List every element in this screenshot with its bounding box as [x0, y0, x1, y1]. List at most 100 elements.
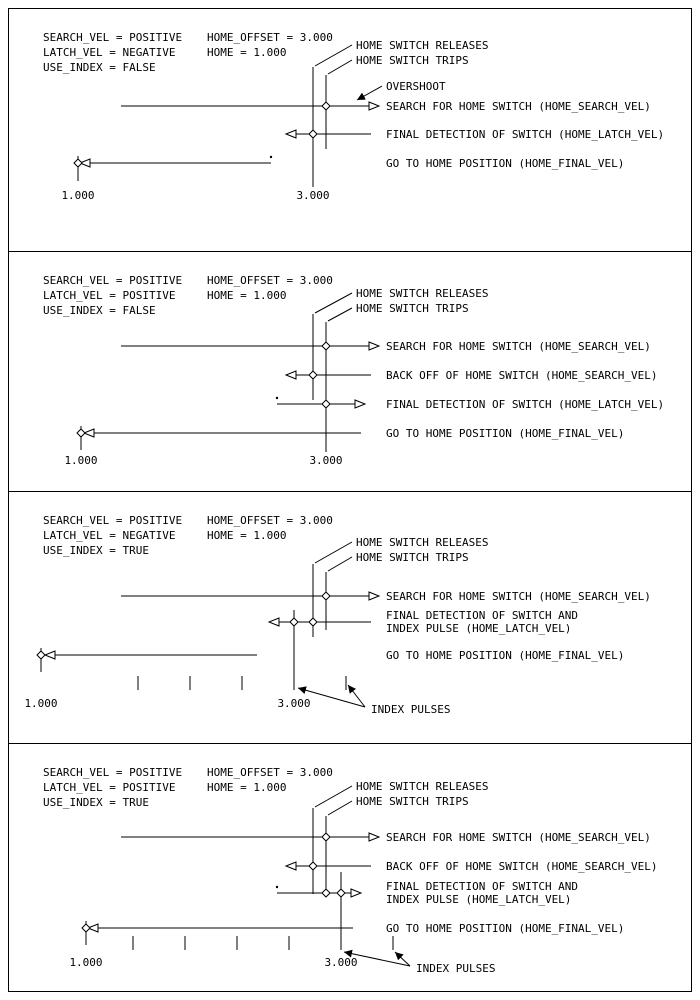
position-labels: 1.000 3.000	[64, 454, 342, 467]
index-point-marker	[336, 888, 346, 898]
callouts: HOME SWITCH RELEASES HOME SWITCH TRIPS	[314, 536, 488, 572]
index-pulse-ticks	[137, 676, 347, 690]
release-point-marker	[308, 370, 318, 380]
param-use-index: USE_INDEX = TRUE	[43, 796, 149, 809]
release-point-marker	[308, 129, 318, 139]
callout-trips-leader	[327, 59, 353, 75]
param-home-offset: HOME_OFFSET = 3.000	[207, 514, 333, 527]
callout-trips-leader	[327, 556, 353, 572]
home-position-value: 1.000	[69, 956, 102, 969]
callouts: HOME SWITCH RELEASES HOME SWITCH TRIPS	[314, 780, 488, 816]
param-search-vel: SEARCH_VEL = POSITIVE	[43, 31, 182, 44]
final-row-label-line2: INDEX PULSE (HOME_LATCH_VEL)	[386, 622, 571, 635]
param-home-offset: HOME_OFFSET = 3.000	[207, 766, 333, 779]
home-point-marker	[73, 158, 83, 168]
final-row-label-line1: FINAL DETECTION OF SWITCH AND	[386, 609, 578, 622]
search-row-label: SEARCH FOR HOME SWITCH (HOME_SEARCH_VEL)	[386, 590, 651, 603]
param-latch-vel: LATCH_VEL = NEGATIVE	[43, 529, 175, 542]
callout-releases-label: HOME SWITCH RELEASES	[356, 287, 488, 300]
param-home-offset: HOME_OFFSET = 3.000	[207, 31, 333, 44]
callout-trips-label: HOME SWITCH TRIPS	[356, 54, 469, 67]
param-use-index: USE_INDEX = TRUE	[43, 544, 149, 557]
gohome-row-label: GO TO HOME POSITION (HOME_FINAL_VEL)	[386, 649, 624, 662]
param-home: HOME = 1.000	[207, 46, 286, 59]
search-row: SEARCH FOR HOME SWITCH (HOME_SEARCH_VEL)	[121, 100, 651, 113]
callout-trips-label: HOME SWITCH TRIPS	[356, 795, 469, 808]
gohome-row-label: GO TO HOME POSITION (HOME_FINAL_VEL)	[386, 157, 624, 170]
go-home-row: GO TO HOME POSITION (HOME_FINAL_VEL)	[76, 426, 624, 450]
decel-dot	[275, 396, 279, 400]
param-home: HOME = 1.000	[207, 529, 286, 542]
backoff-row-label: BACK OFF OF HOME SWITCH (HOME_SEARCH_VEL…	[386, 369, 658, 382]
callouts: HOME SWITCH RELEASES HOME SWITCH TRIPS O…	[314, 39, 488, 101]
param-latch-vel: LATCH_VEL = NEGATIVE	[43, 46, 175, 59]
panel-4-drawing: SEARCH_VEL = POSITIVE LATCH_VEL = POSITI…	[43, 766, 658, 975]
param-search-vel: SEARCH_VEL = POSITIVE	[43, 514, 182, 527]
backoff-row: BACK OFF OF HOME SWITCH (HOME_SEARCH_VEL…	[284, 860, 658, 873]
decel-dot	[269, 155, 273, 159]
callout-releases-leader	[314, 292, 353, 314]
home-position-value: 1.000	[64, 454, 97, 467]
index-pulses-leader-arrow	[394, 951, 411, 967]
go-home-row: GO TO HOME POSITION (HOME_FINAL_VEL)	[36, 648, 624, 672]
go-home-row: GO TO HOME POSITION (HOME_FINAL_VEL)	[81, 921, 624, 945]
offset-position-value: 3.000	[277, 697, 310, 710]
final-row-label: FINAL DETECTION OF SWITCH (HOME_LATCH_VE…	[386, 128, 664, 141]
param-home: HOME = 1.000	[207, 781, 286, 794]
diagram-frame: SEARCH_VEL = POSITIVE LATCH_VEL = NEGATI…	[8, 8, 692, 992]
search-row: SEARCH FOR HOME SWITCH (HOME_SEARCH_VEL)	[121, 340, 651, 353]
home-point-marker	[81, 923, 91, 933]
panel-1-drawing: SEARCH_VEL = POSITIVE LATCH_VEL = NEGATI…	[43, 31, 664, 202]
index-pulses-leader-arrow	[297, 686, 366, 708]
param-search-vel: SEARCH_VEL = POSITIVE	[43, 766, 182, 779]
param-use-index: USE_INDEX = FALSE	[43, 61, 156, 74]
callout-releases-leader	[314, 785, 353, 808]
parameter-block: SEARCH_VEL = POSITIVE LATCH_VEL = NEGATI…	[43, 514, 333, 557]
trip-point-marker	[321, 341, 331, 351]
final-detection-row: FINAL DETECTION OF SWITCH (HOME_LATCH_VE…	[284, 128, 664, 141]
search-row-label: SEARCH FOR HOME SWITCH (HOME_SEARCH_VEL)	[386, 340, 651, 353]
release-point-marker	[308, 617, 318, 627]
switch-lines	[312, 67, 327, 187]
callout-releases-leader	[314, 541, 353, 564]
final-row-label-line1: FINAL DETECTION OF SWITCH AND	[386, 880, 578, 893]
home-position-value: 1.000	[61, 189, 94, 202]
panel-2-drawing: SEARCH_VEL = POSITIVE LATCH_VEL = POSITI…	[43, 274, 664, 467]
offset-position-value: 3.000	[296, 189, 329, 202]
trip-point-marker	[321, 399, 331, 409]
callout-releases-label: HOME SWITCH RELEASES	[356, 536, 488, 549]
overshoot-label: OVERSHOOT	[386, 80, 446, 93]
parameter-block: SEARCH_VEL = POSITIVE LATCH_VEL = NEGATI…	[43, 31, 333, 74]
final-row-label: FINAL DETECTION OF SWITCH (HOME_LATCH_VE…	[386, 398, 664, 411]
index-pulses-callout: INDEX PULSES	[343, 949, 495, 975]
backoff-row-label: BACK OFF OF HOME SWITCH (HOME_SEARCH_VEL…	[386, 860, 658, 873]
offset-position-value: 3.000	[324, 956, 357, 969]
parameter-block: SEARCH_VEL = POSITIVE LATCH_VEL = POSITI…	[43, 274, 333, 317]
overshoot-leader-arrow	[356, 85, 383, 101]
callouts: HOME SWITCH RELEASES HOME SWITCH TRIPS	[314, 287, 488, 322]
final-detection-row: FINAL DETECTION OF SWITCH AND INDEX PULS…	[275, 880, 578, 906]
switch-lines	[312, 808, 342, 950]
position-labels: 1.000 3.000	[61, 189, 329, 202]
offset-position-value: 3.000	[309, 454, 342, 467]
param-use-index: USE_INDEX = FALSE	[43, 304, 156, 317]
panel-1: SEARCH_VEL = POSITIVE LATCH_VEL = NEGATI…	[9, 9, 691, 252]
callout-trips-leader	[327, 307, 353, 322]
index-pulses-leader-arrow	[343, 949, 411, 967]
panel-4: SEARCH_VEL = POSITIVE LATCH_VEL = POSITI…	[9, 744, 691, 991]
callout-trips-label: HOME SWITCH TRIPS	[356, 302, 469, 315]
trip-point-marker	[321, 591, 331, 601]
switch-lines	[293, 564, 327, 690]
callout-releases-label: HOME SWITCH RELEASES	[356, 39, 488, 52]
search-row-label: SEARCH FOR HOME SWITCH (HOME_SEARCH_VEL)	[386, 100, 651, 113]
home-position-value: 1.000	[24, 697, 57, 710]
param-search-vel: SEARCH_VEL = POSITIVE	[43, 274, 182, 287]
final-detection-row: FINAL DETECTION OF SWITCH (HOME_LATCH_VE…	[275, 396, 664, 411]
home-point-marker	[36, 650, 46, 660]
backoff-row: BACK OFF OF HOME SWITCH (HOME_SEARCH_VEL…	[284, 369, 658, 382]
param-home: HOME = 1.000	[207, 289, 286, 302]
index-point-marker	[289, 617, 299, 627]
param-latch-vel: LATCH_VEL = POSITIVE	[43, 781, 175, 794]
panel-3: SEARCH_VEL = POSITIVE LATCH_VEL = NEGATI…	[9, 492, 691, 744]
